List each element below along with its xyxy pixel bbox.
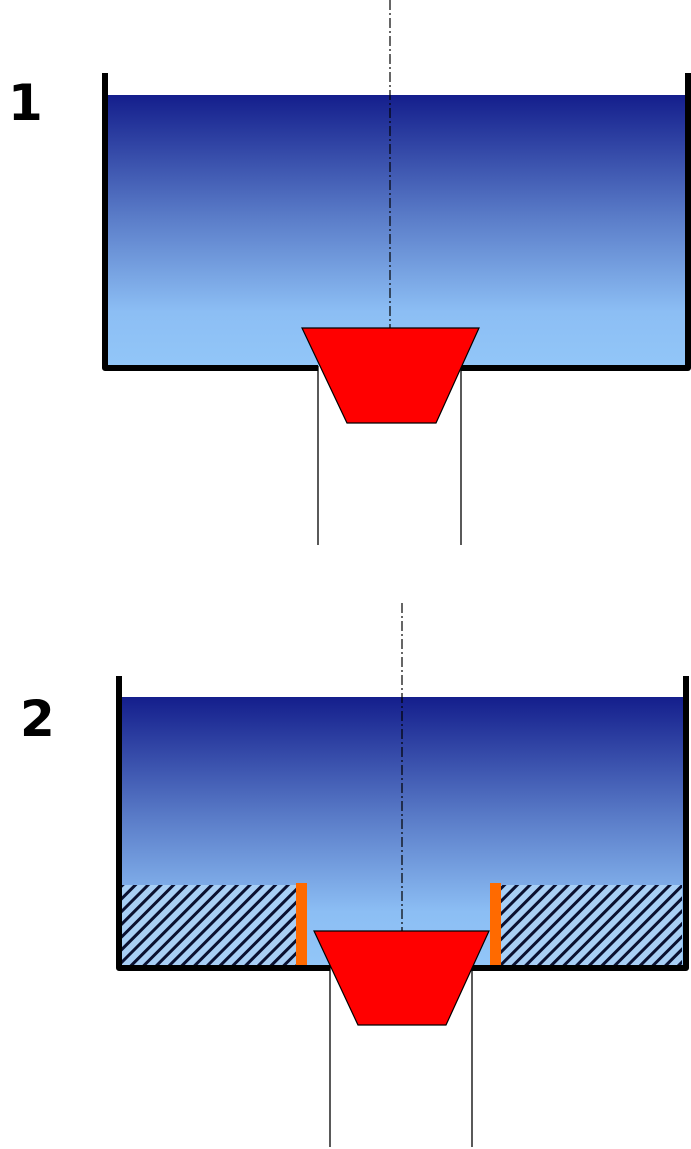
panel-label-1: 1	[8, 74, 43, 132]
plug	[313, 930, 490, 1026]
tank-wall	[102, 73, 691, 371]
deposit-left	[122, 885, 297, 966]
tank-wall	[116, 676, 689, 971]
water	[108, 95, 687, 366]
deposit-right	[501, 885, 682, 966]
barrier-left	[296, 883, 307, 967]
panel-1: 1	[8, 0, 691, 545]
panel-label-2: 2	[20, 690, 55, 748]
panel-2: 2	[20, 603, 689, 1147]
barrier-right	[490, 883, 501, 967]
plug	[301, 327, 480, 424]
